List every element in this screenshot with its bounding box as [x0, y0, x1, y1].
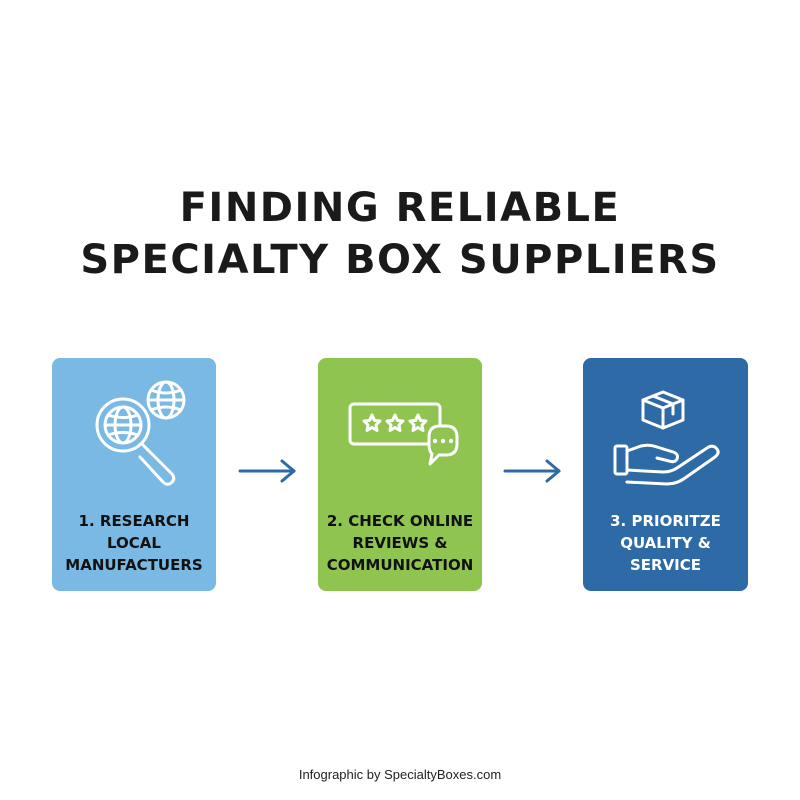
- step-label: 1. RESEARCH LOCAL MANUFACTUERS: [65, 512, 203, 574]
- globe-search-icon: [95, 380, 186, 486]
- title-line-1: FINDING RELIABLE: [179, 185, 621, 231]
- arrow-right-icon: [238, 459, 296, 483]
- page-title: FINDING RELIABLE SPECIALTY BOX SUPPLIERS: [0, 182, 800, 286]
- step-label: 3. PRIORITZE QUALITY & SERVICE: [610, 512, 721, 574]
- step-card-research: 1. RESEARCH LOCAL MANUFACTUERS: [52, 358, 216, 591]
- star-review-chat-icon: [348, 402, 459, 466]
- hand-box-icon: [613, 390, 720, 486]
- step-label: 2. CHECK ONLINE REVIEWS & COMMUNICATION: [326, 512, 474, 574]
- step-card-quality: 3. PRIORITZE QUALITY & SERVICE: [583, 358, 748, 591]
- arrow-right-icon: [503, 459, 561, 483]
- title-line-2: SPECIALTY BOX SUPPLIERS: [80, 237, 720, 283]
- step-card-reviews: 2. CHECK ONLINE REVIEWS & COMMUNICATION: [318, 358, 482, 591]
- footer-credit: Infographic by SpecialtyBoxes.com: [298, 767, 502, 782]
